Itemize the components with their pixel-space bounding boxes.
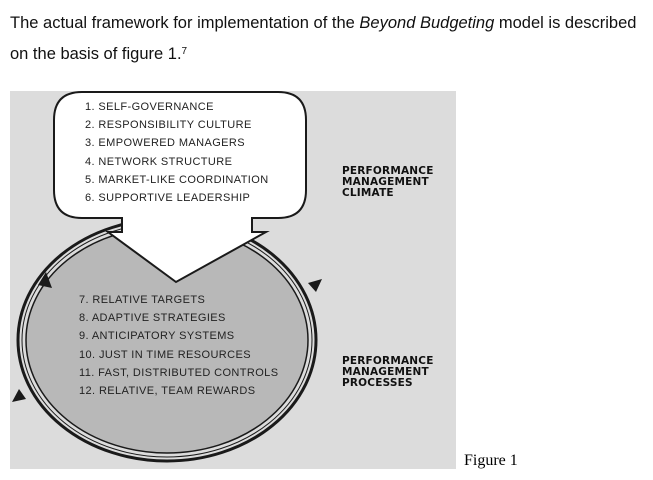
intro-text-end: model is described on the basis of figur…: [10, 14, 637, 63]
climate-label: PERFORMANCE MANAGEMENT CLIMATE: [342, 166, 434, 199]
processes-label-line: MANAGEMENT: [342, 366, 429, 378]
figure-caption: Figure 1: [464, 452, 518, 469]
processes-label-line: PERFORMANCE: [342, 355, 434, 367]
process-item: 10. JUST IN TIME RESOURCES: [79, 348, 251, 361]
climate-item: 6. SUPPORTIVE LEADERSHIP: [85, 191, 251, 204]
climate-item: 3. EMPOWERED MANAGERS: [85, 137, 245, 150]
processes-label-line: PROCESSES: [342, 377, 413, 389]
process-item: 12. RELATIVE, TEAM REWARDS: [79, 384, 256, 397]
process-item: 9. ANTICIPATORY SYSTEMS: [79, 330, 235, 343]
cycle-arrow-right: [308, 279, 322, 292]
climate-item: 4. NETWORK STRUCTURE: [85, 155, 233, 168]
cycle-arrow-top: [38, 272, 52, 288]
intro-text-start: The actual framework for implementation …: [10, 14, 360, 32]
climate-item: 5. MARKET-LIKE COORDINATION: [85, 173, 269, 186]
process-item: 11. FAST, DISTRIBUTED CONTROLS: [79, 366, 279, 379]
process-item: 8. ADAPTIVE STRATEGIES: [79, 312, 226, 325]
intro-paragraph: The actual framework for implementation …: [10, 8, 650, 70]
climate-label-line: PERFORMANCE: [342, 165, 434, 177]
intro-emphasis: Beyond Budgeting: [359, 14, 495, 32]
climate-label-line: MANAGEMENT: [342, 176, 429, 188]
processes-label: PERFORMANCE MANAGEMENT PROCESSES: [342, 356, 434, 389]
climate-item: 1. SELF-GOVERNANCE: [85, 101, 214, 113]
climate-box-arrow: [53, 91, 307, 284]
climate-label-line: CLIMATE: [342, 187, 394, 199]
process-item: 7. RELATIVE TARGETS: [79, 294, 206, 306]
cycle-arrow-left: [12, 389, 26, 402]
processes-principles-list: 7. RELATIVE TARGETS 8. ADAPTIVE STRATEGI…: [79, 291, 278, 400]
footnote-marker: 7: [181, 46, 188, 57]
climate-item: 2. RESPONSIBILITY CULTURE: [85, 119, 252, 132]
climate-principles-list: 1. SELF-GOVERNANCE 2. RESPONSIBILITY CUL…: [85, 98, 269, 207]
